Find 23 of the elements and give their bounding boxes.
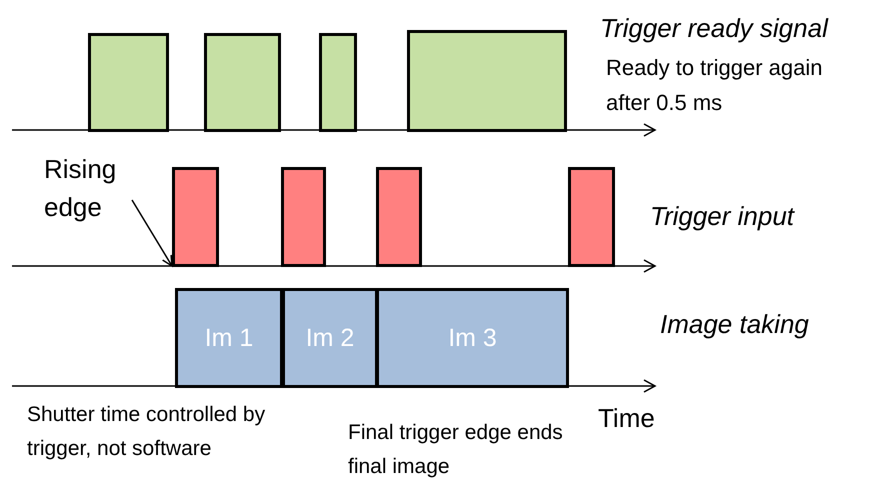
pulse-box	[407, 30, 567, 132]
pulse-box	[172, 167, 219, 267]
note-text: Ready to trigger again after 0.5 ms	[606, 54, 824, 118]
image-box	[282, 288, 378, 388]
signal-name: Image taking	[660, 308, 809, 341]
signal-name: Trigger ready signal	[600, 12, 828, 45]
note-text: Shutter time controlled by trigger, not software	[27, 402, 266, 462]
note-text: Final trigger edge ends final image	[348, 420, 564, 480]
image-box	[376, 288, 569, 388]
leader-arrow	[131, 200, 173, 267]
pulse-box	[376, 167, 422, 267]
axis-label: Time	[598, 402, 655, 435]
image-label: Im 2	[306, 324, 354, 352]
pulse-box	[88, 33, 169, 132]
pulse-box	[204, 33, 281, 132]
pulse-box	[281, 167, 326, 267]
pulse-box	[319, 33, 357, 132]
signal-name: Trigger input	[650, 200, 794, 233]
image-label: Im 3	[448, 324, 497, 352]
annotation-text: Rising edge	[44, 150, 144, 230]
image-label: Im 1	[204, 324, 254, 352]
image-box	[175, 288, 283, 388]
pulse-box	[568, 167, 615, 267]
